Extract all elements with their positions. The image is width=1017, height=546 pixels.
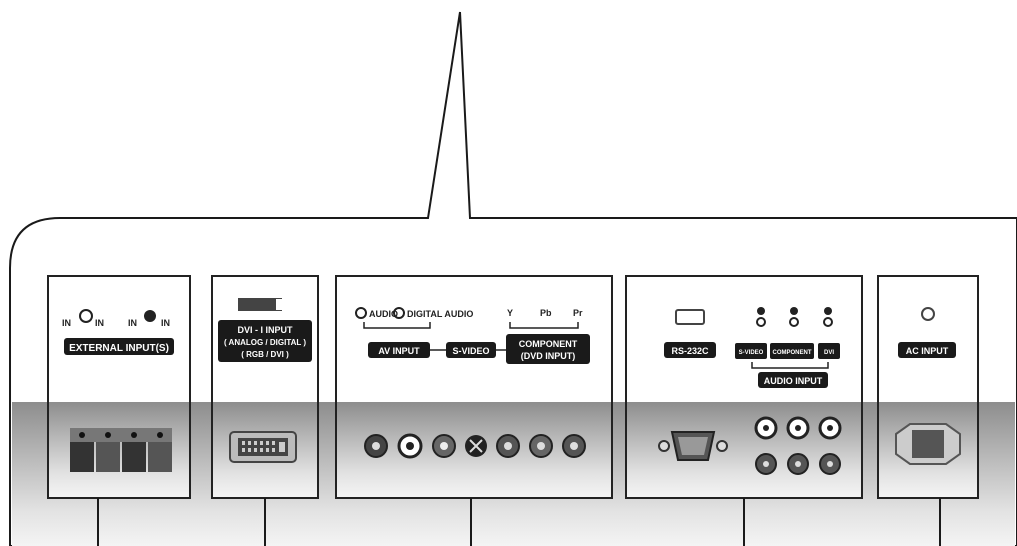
power-icon (921, 307, 935, 321)
dvi-input-label: DVI - I INPUT ( ANALOG / DIGITAL ) ( RGB… (218, 320, 312, 362)
svg-text:AUDIO INPUT: AUDIO INPUT (764, 376, 823, 386)
av-input-label: AV INPUT (368, 342, 430, 358)
ac-power-socket[interactable] (895, 423, 961, 465)
av-jacks[interactable] (364, 433, 586, 459)
svg-text:DVI - I INPUT: DVI - I INPUT (237, 325, 293, 335)
av-input-section: AUDIO DIGITAL AUDIO AV INPUT S-VIDEO Y P… (335, 275, 613, 499)
ext-tag-1: IN (62, 318, 71, 328)
digital-audio-radio-icon (393, 307, 405, 319)
dvi-port[interactable] (229, 431, 297, 463)
audio-input-icons (756, 307, 833, 327)
rs232-audio-section: RS-232C S-VIDEO COMPONENT DVI AUDIO INPU… (625, 275, 863, 499)
svg-text:COMPONENT: COMPONENT (519, 339, 578, 349)
ext-input-icon-1 (79, 309, 93, 323)
ac-input-label: AC INPUT (898, 342, 956, 358)
svg-text:EXTERNAL INPUT(S): EXTERNAL INPUT(S) (69, 343, 169, 354)
dvi-icon (238, 298, 282, 311)
svg-text:S-VIDEO: S-VIDEO (739, 350, 764, 356)
svg-text:(DVD INPUT): (DVD INPUT) (521, 351, 576, 361)
external-input-label: EXTERNAL INPUT(S) (64, 338, 174, 355)
rs232-icon (675, 309, 705, 325)
component-y-tag: Y (507, 308, 513, 318)
component-pb-tag: Pb (540, 308, 552, 318)
svg-text:S-VIDEO: S-VIDEO (452, 346, 489, 356)
rs232c-label: RS-232C (664, 342, 716, 358)
audio-tag: AUDIO (369, 309, 398, 319)
pointer-lines (97, 498, 941, 546)
dvi-input-section: DVI - I INPUT ( ANALOG / DIGITAL ) ( RGB… (211, 275, 319, 499)
svg-text:AC INPUT: AC INPUT (906, 346, 949, 356)
svideo-label: S-VIDEO (446, 342, 496, 358)
audio-jacks[interactable] (754, 416, 842, 475)
ext-tag-4: IN (161, 318, 170, 328)
ext-tag-2: IN (95, 318, 104, 328)
dvi-icon-mark (276, 299, 284, 310)
audio-sub-labels: S-VIDEO COMPONENT DVI (735, 343, 840, 359)
audio-radio-icon (355, 307, 367, 319)
svg-text:COMPONENT: COMPONENT (773, 350, 812, 356)
svg-text:( ANALOG / DIGITAL ): ( ANALOG / DIGITAL ) (224, 338, 306, 347)
external-input-section: IN IN IN IN EXTERNAL INPUT(S) (47, 275, 191, 499)
rs232c-port[interactable] (658, 431, 728, 461)
ext-tag-3: IN (128, 318, 137, 328)
digital-audio-tag: DIGITAL AUDIO (407, 309, 473, 319)
av-bracket (363, 322, 431, 329)
svg-text:RS-232C: RS-232C (671, 346, 709, 356)
audio-input-label: AUDIO INPUT (758, 372, 828, 388)
svg-text:AV INPUT: AV INPUT (378, 346, 420, 356)
component-pr-tag: Pr (573, 308, 583, 318)
component-label: COMPONENT (DVD INPUT) (506, 334, 590, 364)
external-ports[interactable] (70, 428, 172, 472)
svg-text:( RGB / DVI ): ( RGB / DVI ) (241, 350, 289, 359)
svg-text:DVI: DVI (824, 350, 834, 356)
ext-input-icon-2 (144, 310, 156, 322)
ac-input-section: AC INPUT (877, 275, 979, 499)
